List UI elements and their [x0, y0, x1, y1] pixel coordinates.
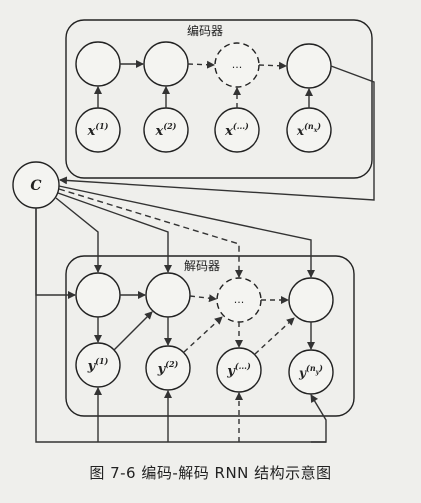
context-to-decoder-hn: [58, 185, 315, 278]
decoder-output-2-label: y(2): [157, 359, 179, 377]
decoder-output-ellipsis-label: y(...): [226, 361, 251, 379]
encoder-title: 编码器: [187, 23, 223, 38]
encoder-hidden-1: [75, 41, 121, 87]
figure-caption: 图 7-6 编码-解码 RNN 结构示意图: [89, 464, 332, 482]
decoder-hidden-1: [75, 272, 121, 318]
decoder-feedback-ye-hn: [254, 317, 295, 355]
context-to-decoder-he: [58, 188, 243, 278]
encoder-hidden-2: [143, 41, 189, 87]
decoder-title: 解码器: [184, 259, 220, 273]
encoder-input-1-label: x(1): [87, 121, 109, 139]
decoder-box: [65, 255, 355, 417]
encoder-hidden-n: [286, 43, 332, 89]
context-to-decoder-h1: [55, 197, 102, 273]
bus-to-yn: [310, 394, 327, 443]
decoder-arrow-h2-ellipsis: [189, 294, 217, 303]
encoder-input-ellipsis-label: x(...): [224, 121, 249, 139]
encoder-arrow-ellipsis-hn: [258, 61, 287, 70]
decoder-output-1-label: y(1): [87, 356, 109, 374]
context-bottom-bus: [35, 208, 326, 443]
decoder-hidden-n: [288, 277, 334, 323]
decoder-hidden-ellipsis-label: ...: [234, 293, 245, 306]
encoder-hidden-ellipsis-label: ...: [232, 58, 243, 71]
decoder-output-n-label: y(ny): [298, 363, 323, 380]
decoder-feedback-y2-he: [183, 316, 223, 353]
encoder-input-n-label: x(nx): [296, 121, 321, 138]
decoder-output-n: [288, 349, 334, 395]
encoder-input-2-label: x(2): [155, 121, 177, 139]
encoder-arrow-h2-ellipsis: [187, 60, 215, 69]
decoder-hidden-2: [145, 272, 191, 318]
arrow-encoder-to-context: [59, 65, 375, 201]
context-to-decoder-left: [35, 208, 76, 299]
context-to-decoder-h2: [57, 192, 172, 273]
context-label: C: [30, 178, 41, 194]
encoder-box: [65, 19, 373, 179]
decoder-feedback-y1-h2: [113, 311, 153, 351]
